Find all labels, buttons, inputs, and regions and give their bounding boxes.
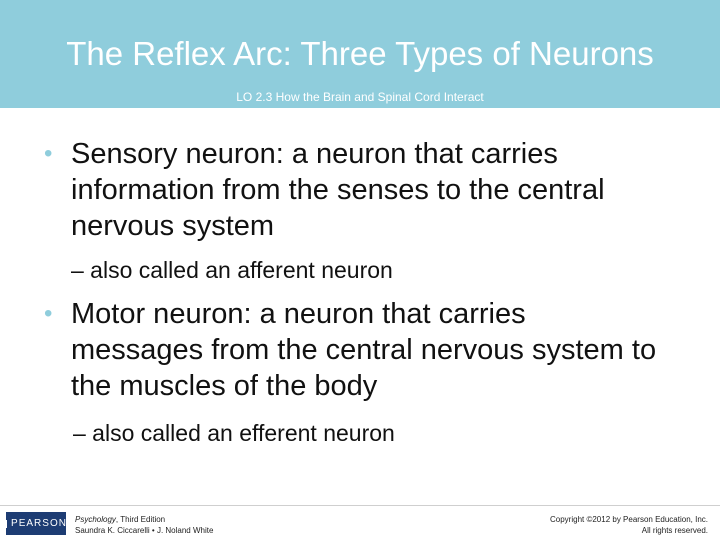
bullet-dot-icon: •	[44, 140, 53, 167]
slide-title: The Reflex Arc: Three Types of Neurons	[66, 35, 654, 72]
logo-mark-icon	[5, 519, 8, 528]
bullet-motor-neuron: • Motor neuron: a neuron that carries me…	[44, 296, 664, 404]
sub-bullet-efferent: – also called an efferent neuron	[73, 420, 395, 446]
logo-text: PEARSON	[11, 518, 67, 529]
rights-line: All rights reserved.	[641, 526, 708, 535]
pearson-logo: PEARSON	[5, 512, 67, 535]
slide-subtitle: LO 2.3 How the Brain and Spinal Cord Int…	[236, 90, 484, 104]
bullet-text: Sensory neuron: a neuron that carries in…	[71, 138, 605, 242]
book-title: Psychology	[75, 515, 116, 524]
book-edition: , Third Edition	[115, 515, 166, 524]
bullet-sensory-neuron: • Sensory neuron: a neuron that carries …	[44, 136, 664, 244]
copyright-notice: Copyright ©2012 by Pearson Education, In…	[550, 514, 708, 536]
bullet-text: Motor neuron: a neuron that carries mess…	[71, 298, 657, 402]
title-banner: The Reflex Arc: Three Types of Neurons L…	[0, 0, 720, 108]
book-authors: Saundra K. Ciccarelli • J. Noland White	[75, 526, 214, 535]
copyright-line: Copyright ©2012 by Pearson Education, In…	[550, 515, 708, 524]
footer-divider	[0, 505, 720, 506]
sub-bullet-afferent: – also called an afferent neuron	[71, 257, 393, 283]
bullet-dot-icon: •	[44, 300, 53, 327]
book-citation: Psychology, Third Edition Saundra K. Cic…	[75, 514, 213, 536]
